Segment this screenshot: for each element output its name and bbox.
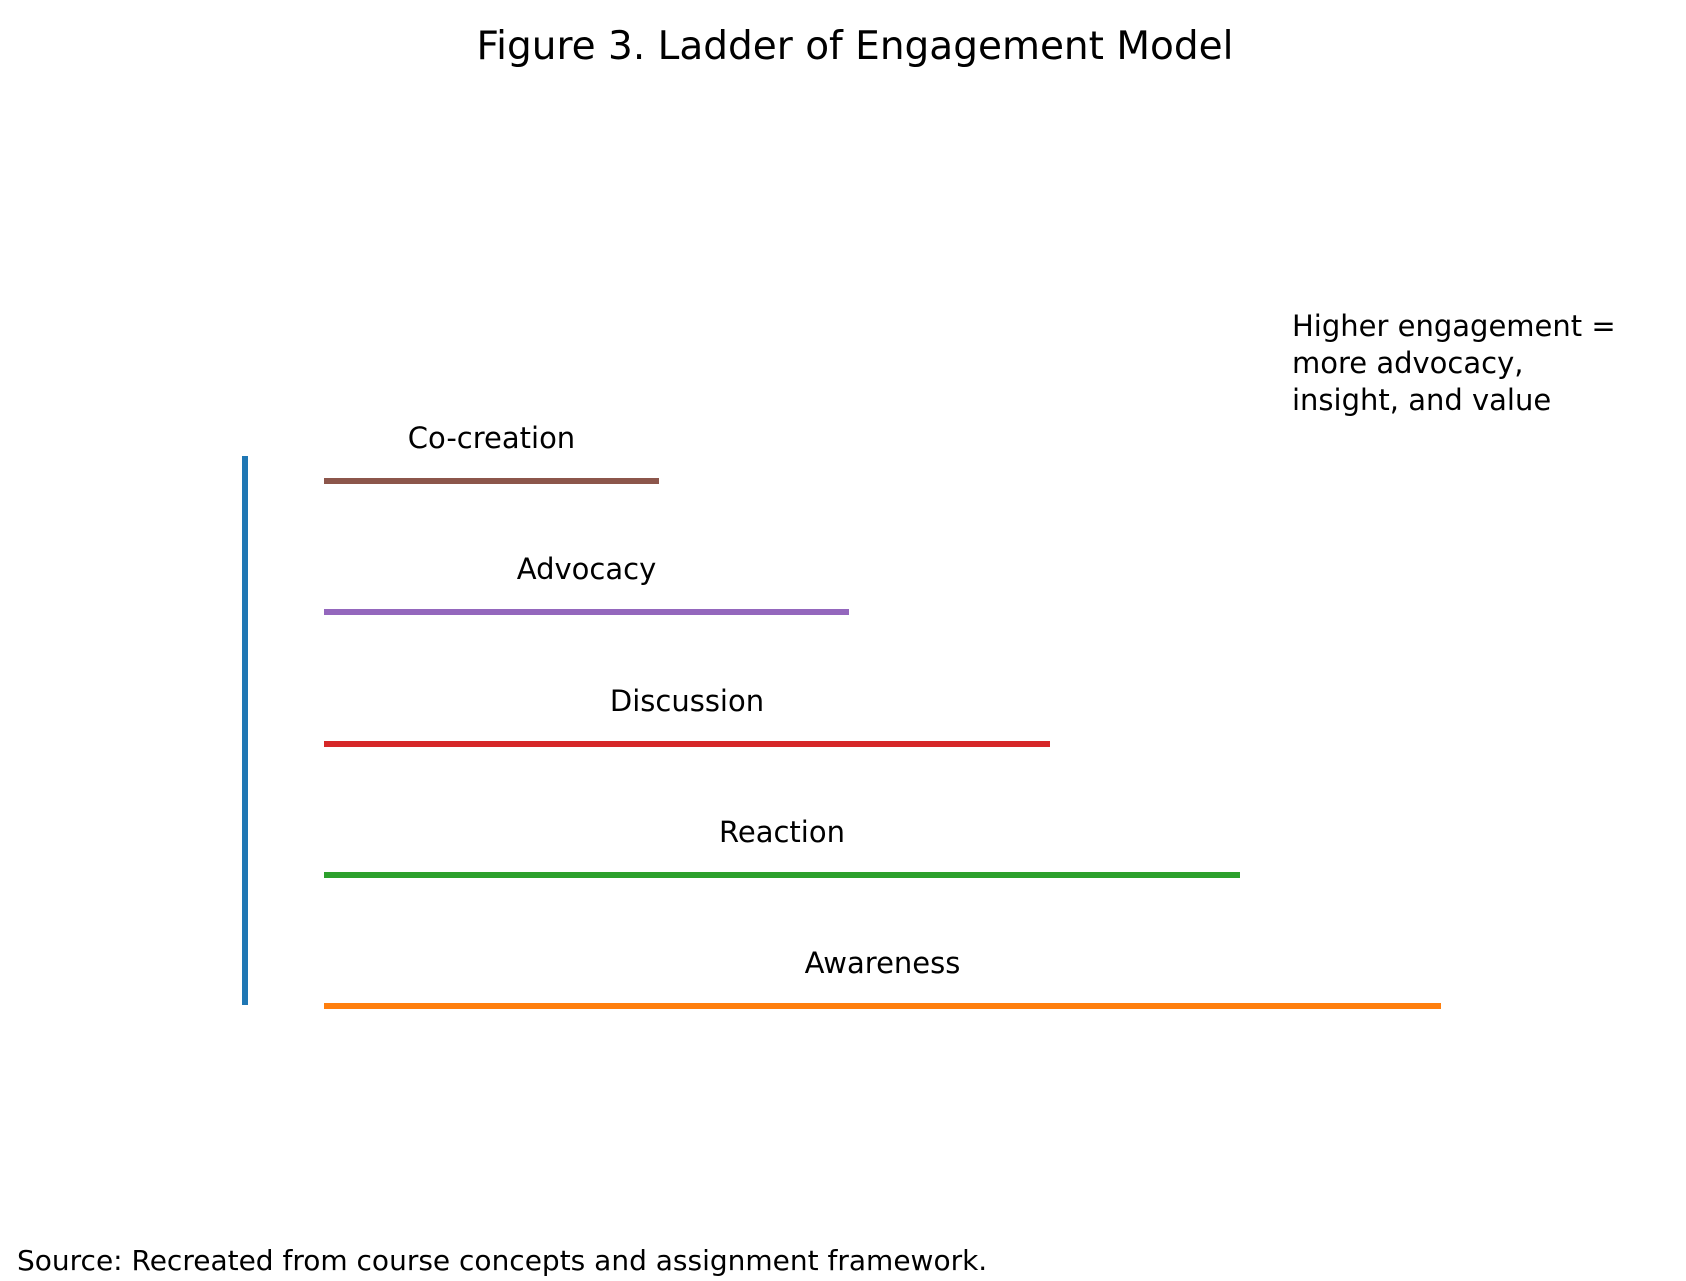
rung-label: Awareness	[804, 946, 961, 980]
rung-label: Advocacy	[516, 552, 657, 586]
source-note: Source: Recreated from course concepts a…	[17, 1244, 988, 1277]
figure-title: Figure 3. Ladder of Engagement Model	[476, 24, 1234, 69]
rung-line	[324, 609, 849, 615]
annotation-line-1: Higher engagement =	[1292, 309, 1616, 343]
rung-label: Co-creation	[407, 421, 576, 455]
rung-line	[324, 478, 659, 484]
rung-label: Discussion	[609, 684, 765, 718]
rung-line	[324, 741, 1050, 747]
rung-label: Reaction	[719, 815, 845, 849]
ladder-vertical-axis-line	[242, 456, 248, 1005]
annotation-line-3: insight, and value	[1292, 383, 1552, 417]
engagement-annotation: Higher engagement = more advocacy, insig…	[1292, 308, 1616, 419]
rung-line	[324, 1003, 1441, 1009]
rung-line	[324, 872, 1240, 878]
annotation-line-2: more advocacy,	[1292, 346, 1524, 380]
